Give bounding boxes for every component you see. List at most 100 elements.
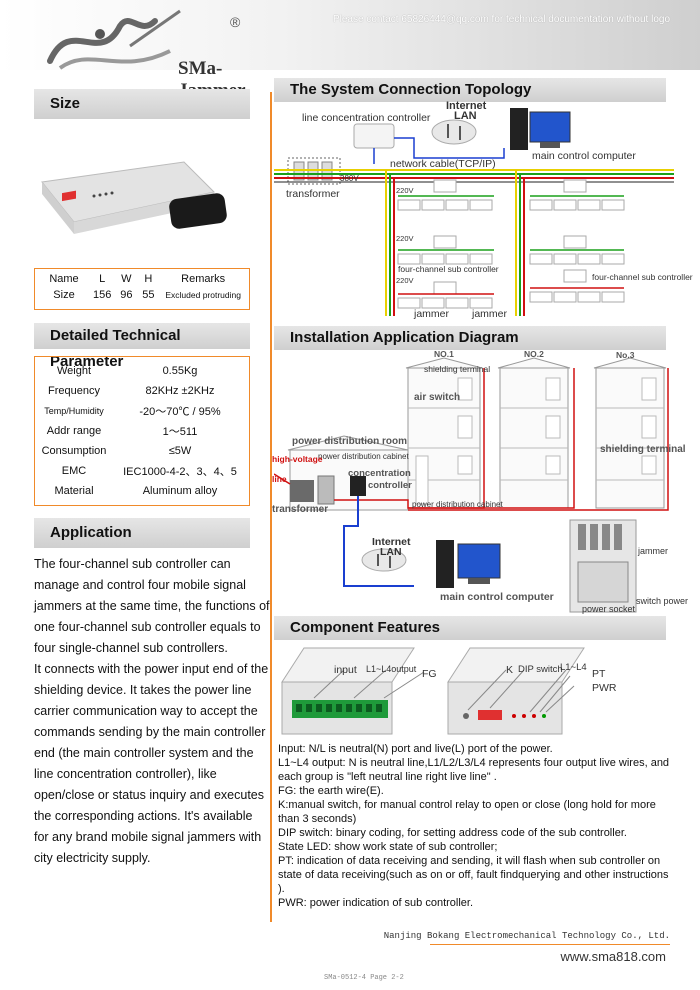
tech-label: Weight bbox=[56, 365, 92, 377]
footer-page-number: SMa-0512-4 Page 2-2 bbox=[324, 974, 404, 982]
label-power-cabinet: power distribution cabinet bbox=[318, 452, 409, 461]
label-air-switch: air switch bbox=[414, 392, 461, 403]
label-internet: Internet bbox=[446, 100, 487, 112]
label-220v-c: 220V bbox=[396, 276, 414, 285]
label-line-controller: line concentration controller bbox=[302, 112, 431, 124]
cell-h: 55 bbox=[142, 289, 155, 301]
label-no1: NO.1 bbox=[434, 349, 454, 359]
application-paragraph-1: The four-channel sub controller can mana… bbox=[34, 557, 270, 655]
label-main-computer: main control computer bbox=[532, 150, 636, 162]
tech-row: Material Aluminum alloy bbox=[36, 481, 248, 501]
label-power-cabinet-2: power distribution cabinet bbox=[412, 500, 503, 509]
label-pt: PT bbox=[592, 668, 606, 680]
cell-l: 156 bbox=[93, 289, 112, 301]
label-jammer-right: jammer bbox=[472, 308, 508, 320]
footer-url[interactable]: www.sma818.com bbox=[560, 949, 666, 964]
feature-line: L1~L4 output: N is neutral line,L1/L2/L3… bbox=[278, 757, 670, 783]
features-text: Input: N/L is neutral(N) port and live(L… bbox=[278, 742, 672, 910]
col-name: Name bbox=[49, 273, 79, 285]
tech-row: Temp/Humidity-20～70℃ / 95% bbox=[36, 401, 248, 421]
tech-label: Consumption bbox=[41, 445, 107, 457]
label-no2: NO.2 bbox=[524, 349, 544, 359]
label-input: input bbox=[334, 664, 357, 676]
tech-value: 0.55Kg bbox=[162, 365, 198, 377]
product-photo bbox=[34, 152, 250, 244]
label-lan-install: LAN bbox=[380, 546, 402, 558]
col-l: L bbox=[99, 273, 106, 285]
topology-title-text: The System Connection Topology bbox=[290, 81, 532, 98]
application-title-text: Application bbox=[50, 524, 132, 541]
features-section-title: Component Features bbox=[274, 616, 666, 640]
features-title-text: Component Features bbox=[290, 619, 441, 636]
label-fg: FG bbox=[422, 668, 437, 680]
topology-drawing bbox=[274, 108, 674, 316]
registered-mark: ® bbox=[230, 14, 241, 30]
col-w: W bbox=[121, 273, 132, 285]
topology-section-title: The System Connection Topology bbox=[274, 78, 666, 102]
logo-mark-icon bbox=[47, 9, 181, 70]
cell-w: 96 bbox=[120, 289, 133, 301]
label-shielding-terminal-2: shielding terminal bbox=[600, 444, 686, 455]
label-k: K bbox=[506, 664, 514, 676]
size-table: Name L W H Remarks Size 156 96 55 Exclud… bbox=[38, 271, 248, 303]
contact-note: Please contact 65826444@qq.com for techn… bbox=[332, 14, 670, 25]
label-jammer-install: jammer bbox=[638, 546, 669, 556]
tech-label: EMC bbox=[61, 465, 87, 477]
label-lan: LAN bbox=[454, 110, 477, 122]
tech-label: Material bbox=[54, 485, 94, 497]
tech-label: Addr range bbox=[46, 425, 102, 437]
tech-row: Consumption ≤5W bbox=[36, 441, 248, 461]
label-power-room: power distribution room bbox=[292, 436, 407, 447]
brand-logo: ® SMa-Jammer bbox=[40, 6, 280, 101]
size-section-title: Size bbox=[34, 89, 250, 119]
tech-label: Temp/Humidity bbox=[44, 406, 104, 416]
label-l-range: L1~L4 bbox=[560, 662, 587, 673]
label-pwr: PWR bbox=[592, 682, 617, 694]
cell-name: Size bbox=[53, 289, 75, 301]
label-controller: controller bbox=[368, 480, 412, 491]
col-h: H bbox=[144, 273, 153, 285]
tech-value: Aluminum alloy bbox=[142, 485, 218, 497]
tech-row: Addr range 1～511 bbox=[36, 421, 248, 441]
feature-line: DIP switch: binary coding, for setting a… bbox=[278, 827, 627, 839]
tech-value: IEC1000-4-2、3、4、5 bbox=[123, 466, 237, 478]
tech-title-text: Detailed Technical Parameter bbox=[50, 327, 181, 370]
tech-value: 1～511 bbox=[162, 426, 198, 438]
tech-section-title: Detailed Technical Parameter bbox=[34, 323, 250, 370]
tech-row: EMC IEC1000-4-2、3、4、5 bbox=[36, 461, 248, 481]
label-transformer: transformer bbox=[286, 188, 340, 200]
tech-label: Frequency bbox=[48, 385, 100, 397]
label-shielding-terminal: shielding terminal bbox=[424, 364, 491, 374]
size-table-header: Name L W H Remarks bbox=[38, 271, 248, 287]
label-l-output: L1~L4output bbox=[366, 664, 417, 674]
label-sub-controller-right: four-channel sub controller bbox=[592, 272, 693, 282]
component-drawing bbox=[281, 647, 585, 735]
size-table-frame bbox=[34, 268, 250, 310]
installation-section-title: Installation Application Diagram bbox=[274, 326, 666, 350]
feature-line: State LED: show work state of sub contro… bbox=[278, 841, 498, 853]
topology-diagram: line concentration controller Internet L… bbox=[274, 100, 694, 324]
label-power-socket: power socket bbox=[582, 604, 636, 614]
tech-value: ≤5W bbox=[168, 445, 192, 457]
label-internet-install: Internet bbox=[372, 536, 411, 548]
tech-row: Weight 0.55Kg bbox=[36, 361, 248, 381]
label-220v-a: 220V bbox=[396, 186, 414, 195]
label-concentration: concentration bbox=[348, 468, 411, 479]
application-text: The four-channel sub controller can mana… bbox=[34, 554, 270, 869]
installation-diagram: NO.1 NO.2 No.3 shielding terminal air sw… bbox=[272, 349, 694, 616]
label-switch-power: switch power bbox=[636, 596, 689, 606]
label-high-voltage: high-voltage bbox=[272, 454, 323, 464]
size-title-text: Size bbox=[50, 95, 81, 112]
cell-remarks: Excluded protruding bbox=[165, 290, 241, 300]
application-section-title: Application bbox=[34, 518, 250, 548]
column-divider bbox=[270, 92, 272, 922]
label-sub-controller-left: four-channel sub controller bbox=[398, 264, 499, 274]
size-table-row: Size 156 96 55 Excluded protruding bbox=[38, 287, 248, 303]
installation-title-text: Installation Application Diagram bbox=[290, 329, 519, 346]
footer-company: Nanjing Bokang Electromechanical Technol… bbox=[383, 931, 670, 941]
application-paragraph-2: It connects with the power input end of … bbox=[34, 662, 269, 865]
label-220v-b: 220V bbox=[396, 234, 414, 243]
feature-line: K:manual switch, for manual control rela… bbox=[278, 799, 656, 825]
